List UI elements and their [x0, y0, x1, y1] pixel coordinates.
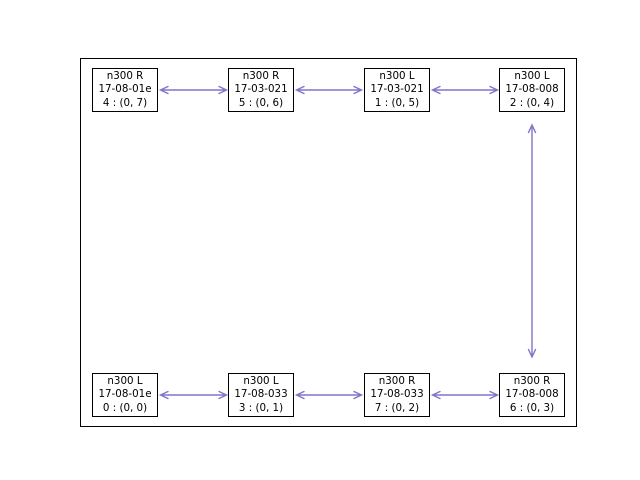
double-arrow-4-5 — [158, 85, 229, 95]
double-arrow-7-6 — [430, 390, 500, 400]
node-serial-label: 17-08-033 — [234, 388, 288, 401]
node-device-label: n300 L — [243, 375, 279, 388]
node-slot-label: 1 : (0, 5) — [374, 96, 420, 109]
node-slot-label: 3 : (0, 1) — [238, 401, 284, 414]
node-device-label: n300 L — [514, 70, 550, 83]
node-slot-label: 0 : (0, 0) — [102, 401, 148, 414]
node-slot-label: 7 : (0, 2) — [374, 401, 420, 414]
node-serial-label: 17-03-021 — [234, 83, 288, 96]
node-slot-label: 2 : (0, 4) — [509, 96, 555, 109]
node-device-label: n300 R — [106, 70, 144, 83]
node-serial-label: 17-08-008 — [505, 83, 559, 96]
node-serial-label: 17-08-01e — [98, 83, 152, 96]
node-2: n300 L 17-08-008 2 : (0, 4) — [499, 68, 565, 112]
double-arrow-2-6 — [527, 123, 537, 359]
node-0: n300 L 17-08-01e 0 : (0, 0) — [92, 373, 158, 417]
node-1: n300 L 17-03-021 1 : (0, 5) — [364, 68, 430, 112]
plot-frame — [80, 58, 577, 427]
node-slot-label: 4 : (0, 7) — [102, 96, 148, 109]
node-device-label: n300 R — [378, 375, 416, 388]
double-arrow-1-2 — [430, 85, 500, 95]
node-slot-label: 6 : (0, 3) — [509, 401, 555, 414]
double-arrow-5-1 — [294, 85, 364, 95]
node-device-label: n300 L — [379, 70, 415, 83]
node-serial-label: 17-08-033 — [370, 388, 424, 401]
node-device-label: n300 R — [513, 375, 551, 388]
double-arrow-0-3 — [158, 390, 229, 400]
node-serial-label: 17-03-021 — [370, 83, 424, 96]
node-6: n300 R 17-08-008 6 : (0, 3) — [499, 373, 565, 417]
node-5: n300 R 17-03-021 5 : (0, 6) — [228, 68, 294, 112]
double-arrow-3-7 — [294, 390, 364, 400]
node-device-label: n300 R — [242, 70, 280, 83]
node-slot-label: 5 : (0, 6) — [238, 96, 284, 109]
node-4: n300 R 17-08-01e 4 : (0, 7) — [92, 68, 158, 112]
node-device-label: n300 L — [107, 375, 143, 388]
node-3: n300 L 17-08-033 3 : (0, 1) — [228, 373, 294, 417]
node-7: n300 R 17-08-033 7 : (0, 2) — [364, 373, 430, 417]
node-serial-label: 17-08-008 — [505, 388, 559, 401]
node-serial-label: 17-08-01e — [98, 388, 152, 401]
